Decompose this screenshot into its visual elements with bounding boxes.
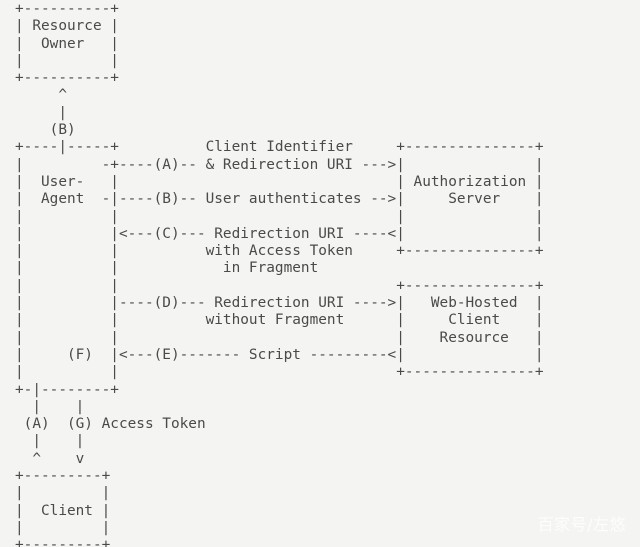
diagram-line: | | [15, 485, 111, 502]
diagram-line: | [15, 104, 67, 121]
diagram-line: ^ v [15, 450, 85, 467]
diagram-line: | | in Fragment [15, 260, 319, 277]
diagram-line: | Agent -|----(B)-- User authenticates -… [15, 191, 544, 208]
diagram-line: | Owner | [15, 35, 119, 52]
diagram-line: | User- | | Authorization | [15, 173, 544, 190]
diagram-line: | -+----(A)-- & Redirection URI --->| | [15, 156, 544, 173]
diagram-line: +---------+ [15, 537, 111, 547]
diagram-line: (A) (G) Access Token [15, 416, 206, 433]
diagram-line: | | [15, 519, 111, 536]
diagram-line: ^ [15, 87, 67, 104]
diagram-line: | |----(D)--- Redirection URI ---->| Web… [15, 295, 544, 312]
diagram-line: | (F) |<---(E)------- Script ---------<|… [15, 346, 544, 363]
watermark: 百家号/左悠 [537, 515, 626, 534]
diagram-line: | | [15, 433, 85, 450]
diagram-line: +-|--------+ [15, 381, 119, 398]
diagram-line: | | +---------------+ [15, 277, 544, 294]
diagram-line: | | [15, 52, 119, 69]
diagram-line: +----------+ [15, 70, 119, 87]
diagram-line: | Client | [15, 502, 111, 519]
diagram-line: | Resource | [15, 18, 119, 35]
diagram-line: | | without Fragment | Client | [15, 312, 544, 329]
diagram-line: +----|-----+ Client Identifier +--------… [15, 139, 544, 156]
diagram-line: | | | | [15, 208, 544, 225]
diagram-line: (B) [15, 122, 76, 139]
diagram-line: | |<---(C)--- Redirection URI ----<| | [15, 225, 544, 242]
diagram-line: +---------+ [15, 468, 111, 485]
oauth-implicit-flow-diagram: +----------+| Resource || Owner || |+---… [15, 1, 544, 547]
diagram-line: +----------+ [15, 1, 119, 17]
diagram-line: | | +---------------+ [15, 364, 544, 381]
diagram-line: | | with Access Token +---------------+ [15, 243, 544, 260]
diagram-line: | | [15, 398, 85, 415]
diagram-line: | | | Resource | [15, 329, 544, 346]
